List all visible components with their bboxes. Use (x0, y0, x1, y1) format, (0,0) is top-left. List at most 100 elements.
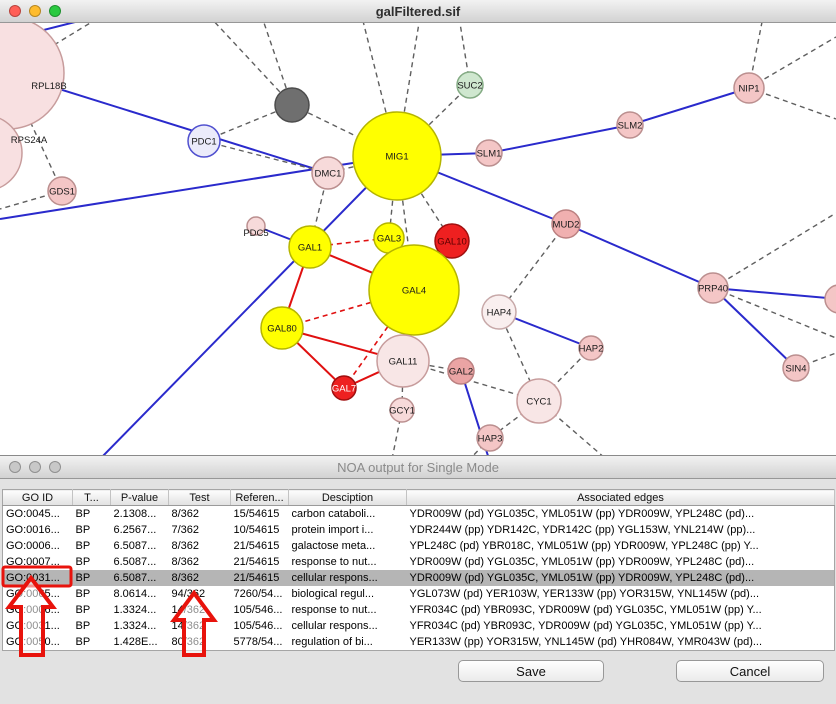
minimize-button[interactable] (29, 5, 41, 17)
graph-node-label: GAL4 (402, 286, 426, 297)
column-header-test[interactable]: Test (168, 489, 231, 506)
graph-node-CYC1[interactable] (516, 378, 562, 424)
zoom-button[interactable] (49, 5, 61, 17)
network-window-titlebar[interactable]: galFiltered.sif (0, 0, 836, 23)
graph-node-GAL80[interactable] (260, 306, 304, 350)
column-header-associated-edges[interactable]: Associated edges (406, 489, 835, 506)
graph-node-label: CYC1 (526, 397, 551, 408)
graph-node-HAP4[interactable] (481, 294, 517, 330)
zoom-button[interactable] (49, 461, 61, 473)
cell-test: 14/362 (168, 618, 231, 634)
column-header-description[interactable]: Desciption (288, 489, 407, 506)
cell-test: 8/362 (168, 570, 231, 586)
graph-node-DMC1[interactable] (311, 156, 345, 190)
cell-p-value: 1.3324... (110, 602, 169, 618)
graph-edge (748, 36, 836, 89)
graph-edge (712, 287, 836, 339)
graph-node-RPL18B[interactable] (0, 23, 65, 130)
cell-reference: 105/546... (230, 618, 289, 634)
cell-reference: 15/54615 (230, 505, 289, 522)
cell-type: BP (72, 634, 111, 651)
cell-go-id: GO:0045... (2, 505, 73, 522)
minimize-button[interactable] (29, 461, 41, 473)
graph-node-PRP40[interactable] (697, 272, 729, 304)
cell-p-value: 6.5087... (110, 538, 169, 554)
graph-node-HAP3[interactable] (476, 424, 504, 452)
graph-edge (712, 212, 836, 289)
cell-p-value: 8.0614... (110, 586, 169, 602)
save-button[interactable]: Save (458, 660, 604, 682)
graph-node-GAL11[interactable] (376, 334, 430, 388)
network-canvas[interactable]: RPL18BRPS24AGDS1PDC1DMC1MIG1SUC2SLM1SLM2… (0, 23, 836, 455)
cell-description: carbon cataboli... (288, 505, 407, 522)
graph-node-GDS1[interactable] (47, 176, 77, 206)
graph-node-unlabeled[interactable] (274, 87, 310, 123)
cell-go-id: GO:0016... (2, 522, 73, 538)
graph-edge (291, 104, 398, 157)
cell-type: BP (72, 586, 111, 602)
graph-node-label: GAL3 (377, 234, 401, 245)
cell-test: 80/362 (168, 634, 231, 651)
cancel-button[interactable]: Cancel (676, 660, 824, 682)
graph-node-label: GAL10 (437, 237, 467, 248)
graph-node-label: SIN4 (785, 364, 806, 375)
cell-type: BP (72, 505, 111, 522)
noa-window-titlebar[interactable]: NOA output for Single Mode (0, 456, 836, 479)
graph-edge (214, 23, 293, 106)
close-button[interactable] (9, 5, 21, 17)
cell-reference: 21/54615 (230, 554, 289, 570)
graph-edge (203, 140, 329, 174)
column-header-go-id[interactable]: GO ID (2, 489, 73, 506)
graph-node-GAL1[interactable] (288, 225, 332, 269)
cell-description: galactose meta... (288, 538, 407, 554)
graph-node-label: SLM2 (618, 121, 643, 132)
graph-node-HAP2[interactable] (578, 335, 604, 361)
close-button[interactable] (9, 461, 21, 473)
graph-node-MUD2[interactable] (551, 209, 581, 239)
graph-node-label: GAL1 (298, 243, 322, 254)
graph-node-unlabeled[interactable] (824, 284, 836, 314)
cell-reference: 10/54615 (230, 522, 289, 538)
graph-node-SIN4[interactable] (782, 354, 810, 382)
graph-node-RPS24A[interactable] (0, 115, 23, 191)
graph-node-label: PDC5 (243, 228, 268, 239)
graph-node-GAL2[interactable] (447, 357, 475, 385)
graph-node-PDC1[interactable] (187, 124, 221, 158)
graph-node-SLM2[interactable] (616, 111, 644, 139)
graph-node-PDC5[interactable] (246, 216, 266, 236)
graph-edge (629, 87, 750, 126)
graph-node-SUC2[interactable] (456, 71, 484, 99)
graph-node-GCY1[interactable] (389, 397, 415, 423)
cell-description: cellular respons... (288, 618, 407, 634)
cell-test: 8/362 (168, 505, 231, 522)
window-controls (9, 5, 61, 17)
cell-go-id: GO:0031... (2, 618, 73, 634)
cell-type: BP (72, 554, 111, 570)
column-header-p-value[interactable]: P-value (110, 489, 169, 506)
graph-node-SLM1[interactable] (475, 139, 503, 167)
graph-node-NIP1[interactable] (733, 72, 765, 104)
graph-edge (203, 104, 293, 142)
graph-node-GAL7[interactable] (331, 375, 357, 401)
graph-node-MIG1[interactable] (352, 111, 442, 201)
cell-reference: 21/54615 (230, 570, 289, 586)
column-header-type[interactable]: T... (72, 489, 111, 506)
cell-associated-edges: YFR034C (pd) YBR093C, YDR009W (pd) YGL03… (406, 602, 835, 618)
graph-node-GAL4[interactable] (368, 244, 460, 336)
column-header-reference[interactable]: Referen... (230, 489, 289, 506)
cell-go-id: GO:0007... (2, 554, 73, 570)
graph-node-GAL10[interactable] (434, 223, 470, 259)
graph-edge (712, 287, 836, 300)
